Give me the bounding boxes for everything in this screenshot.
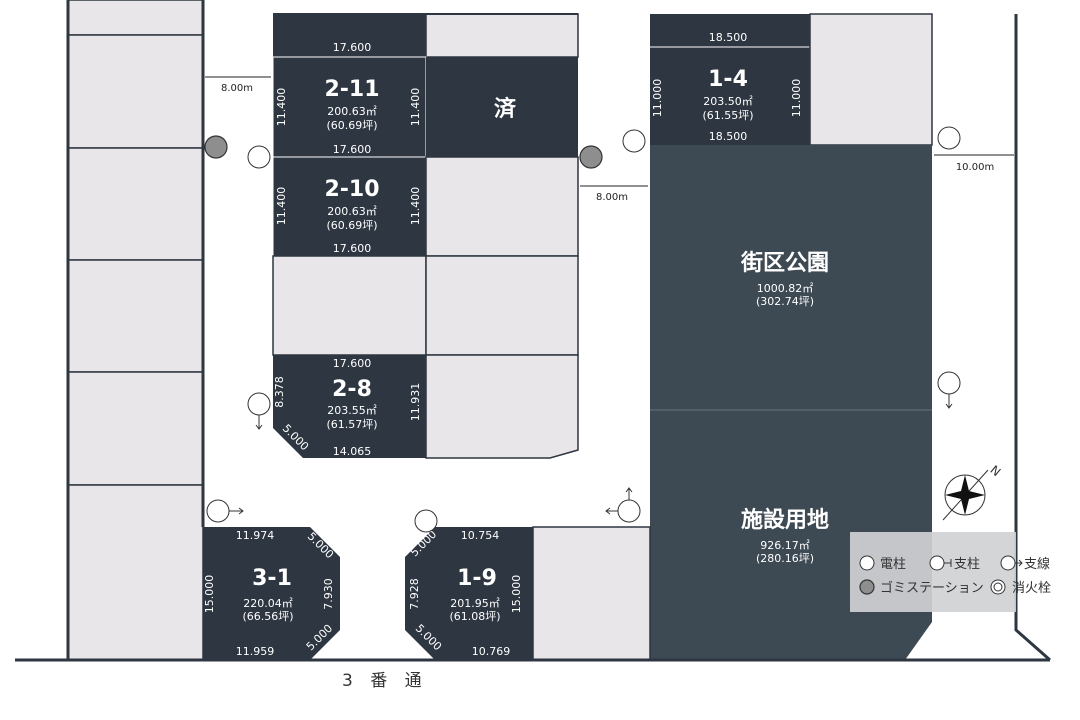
road-width-label: 8.00m	[221, 83, 253, 94]
lot-2-11[interactable]	[272, 56, 427, 158]
lot-tsubo: (60.69坪)	[326, 219, 377, 232]
dim: 18.500	[709, 130, 748, 143]
lot-area: 200.63㎡	[327, 205, 377, 218]
lot-1-4[interactable]	[650, 14, 810, 145]
lot-3-1[interactable]	[203, 527, 340, 660]
sold-label: 済	[494, 96, 517, 122]
lot-sold[interactable]	[426, 57, 578, 157]
dim: 11.400	[409, 187, 422, 226]
dim: 11.959	[236, 645, 275, 658]
lot-number: 3-1	[252, 566, 292, 591]
lot-number: 2-10	[324, 177, 379, 202]
legend-label: 支柱	[954, 557, 980, 572]
lot-tsubo: (61.55坪)	[702, 109, 753, 122]
dim: 11.000	[651, 79, 664, 118]
dim: 14.065	[333, 445, 372, 458]
road-width-label: 10.00m	[956, 162, 994, 173]
park-area-value: 1000.82㎡	[757, 282, 814, 295]
dim: 15.000	[510, 575, 523, 614]
guy-pole-icon	[937, 371, 961, 395]
guy-pole-icon	[206, 499, 230, 523]
dim: 11.400	[275, 187, 288, 226]
dim: 10.769	[472, 645, 511, 658]
lot-1-9[interactable]	[405, 527, 533, 660]
lot-number: 1-9	[457, 566, 497, 591]
lot-tsubo: (61.08坪)	[449, 610, 500, 623]
lot-area: 200.63㎡	[327, 105, 377, 118]
legend-strut-icon	[929, 555, 945, 571]
utility-pole-icon	[622, 129, 646, 153]
lot-number: 2-11	[324, 77, 379, 102]
dim: 18.500	[709, 31, 748, 44]
dim: 11.400	[409, 88, 422, 127]
dim: 17.600	[333, 143, 372, 156]
legend-gomi-icon	[859, 579, 875, 595]
lot-area: 203.50㎡	[703, 95, 753, 108]
road-name: 3 番 通	[342, 671, 428, 691]
dim: 7.930	[322, 578, 335, 610]
utility-pole-icon	[414, 509, 438, 533]
dim: 11.974	[236, 529, 275, 542]
lot-tsubo: (60.69坪)	[326, 119, 377, 132]
legend-label: ゴミステーション	[880, 580, 984, 596]
facility-name: 施設用地	[741, 507, 829, 533]
dim: 11.931	[409, 383, 422, 422]
legend-pole-icon	[859, 555, 875, 571]
dim: 17.600	[333, 242, 372, 255]
guy-wire-icon	[945, 394, 953, 409]
lot-area: 203.55㎡	[327, 404, 377, 417]
road-width-label: 8.00m	[596, 192, 628, 203]
garbage-station-icon	[204, 135, 228, 159]
legend-guy-icon	[1000, 555, 1016, 571]
lot-area: 201.95㎡	[450, 597, 500, 610]
north-compass-icon: N	[942, 463, 1004, 521]
dim: 17.600	[333, 357, 372, 370]
dim: 7.928	[408, 578, 421, 610]
utility-pole-icon	[937, 126, 961, 150]
park-tsubo: (302.74坪)	[756, 295, 814, 308]
lot-top-left[interactable]	[273, 14, 426, 57]
left-lots	[67, 0, 204, 661]
facility-area-value: 926.17㎡	[760, 539, 810, 552]
legend-label: 電柱	[880, 557, 906, 572]
lot-area: 220.04㎡	[243, 597, 293, 610]
dim: 15.000	[203, 575, 216, 614]
lot-2-8[interactable]	[273, 355, 426, 458]
guy-pole-icon	[247, 392, 271, 416]
dim: 11.000	[790, 79, 803, 118]
legend-label: 消火栓	[1012, 581, 1051, 596]
dim: 11.400	[275, 88, 288, 127]
lot-number: 1-4	[708, 67, 748, 92]
lot-tsubo: (61.57坪)	[326, 418, 377, 431]
utility-pole-icon	[247, 145, 271, 169]
park-area[interactable]	[650, 145, 932, 410]
legend: 電柱 支柱 支線 ゴミステーション 消火栓	[850, 532, 1051, 612]
dim-2-11-top: 17.600	[333, 41, 372, 54]
park-name: 街区公園	[740, 250, 829, 276]
lot-tsubo: (66.56坪)	[242, 610, 293, 623]
garbage-station-icon	[579, 145, 603, 169]
dim: 8.378	[273, 376, 286, 408]
dim: 10.754	[461, 529, 500, 542]
legend-label: 支線	[1024, 556, 1050, 572]
lot-number: 2-8	[332, 377, 372, 402]
svg-text:N: N	[988, 463, 1004, 479]
guy-pole-icon	[617, 499, 641, 523]
facility-tsubo: (280.16坪)	[756, 552, 814, 565]
legend-hydrant-icon	[990, 579, 1006, 595]
